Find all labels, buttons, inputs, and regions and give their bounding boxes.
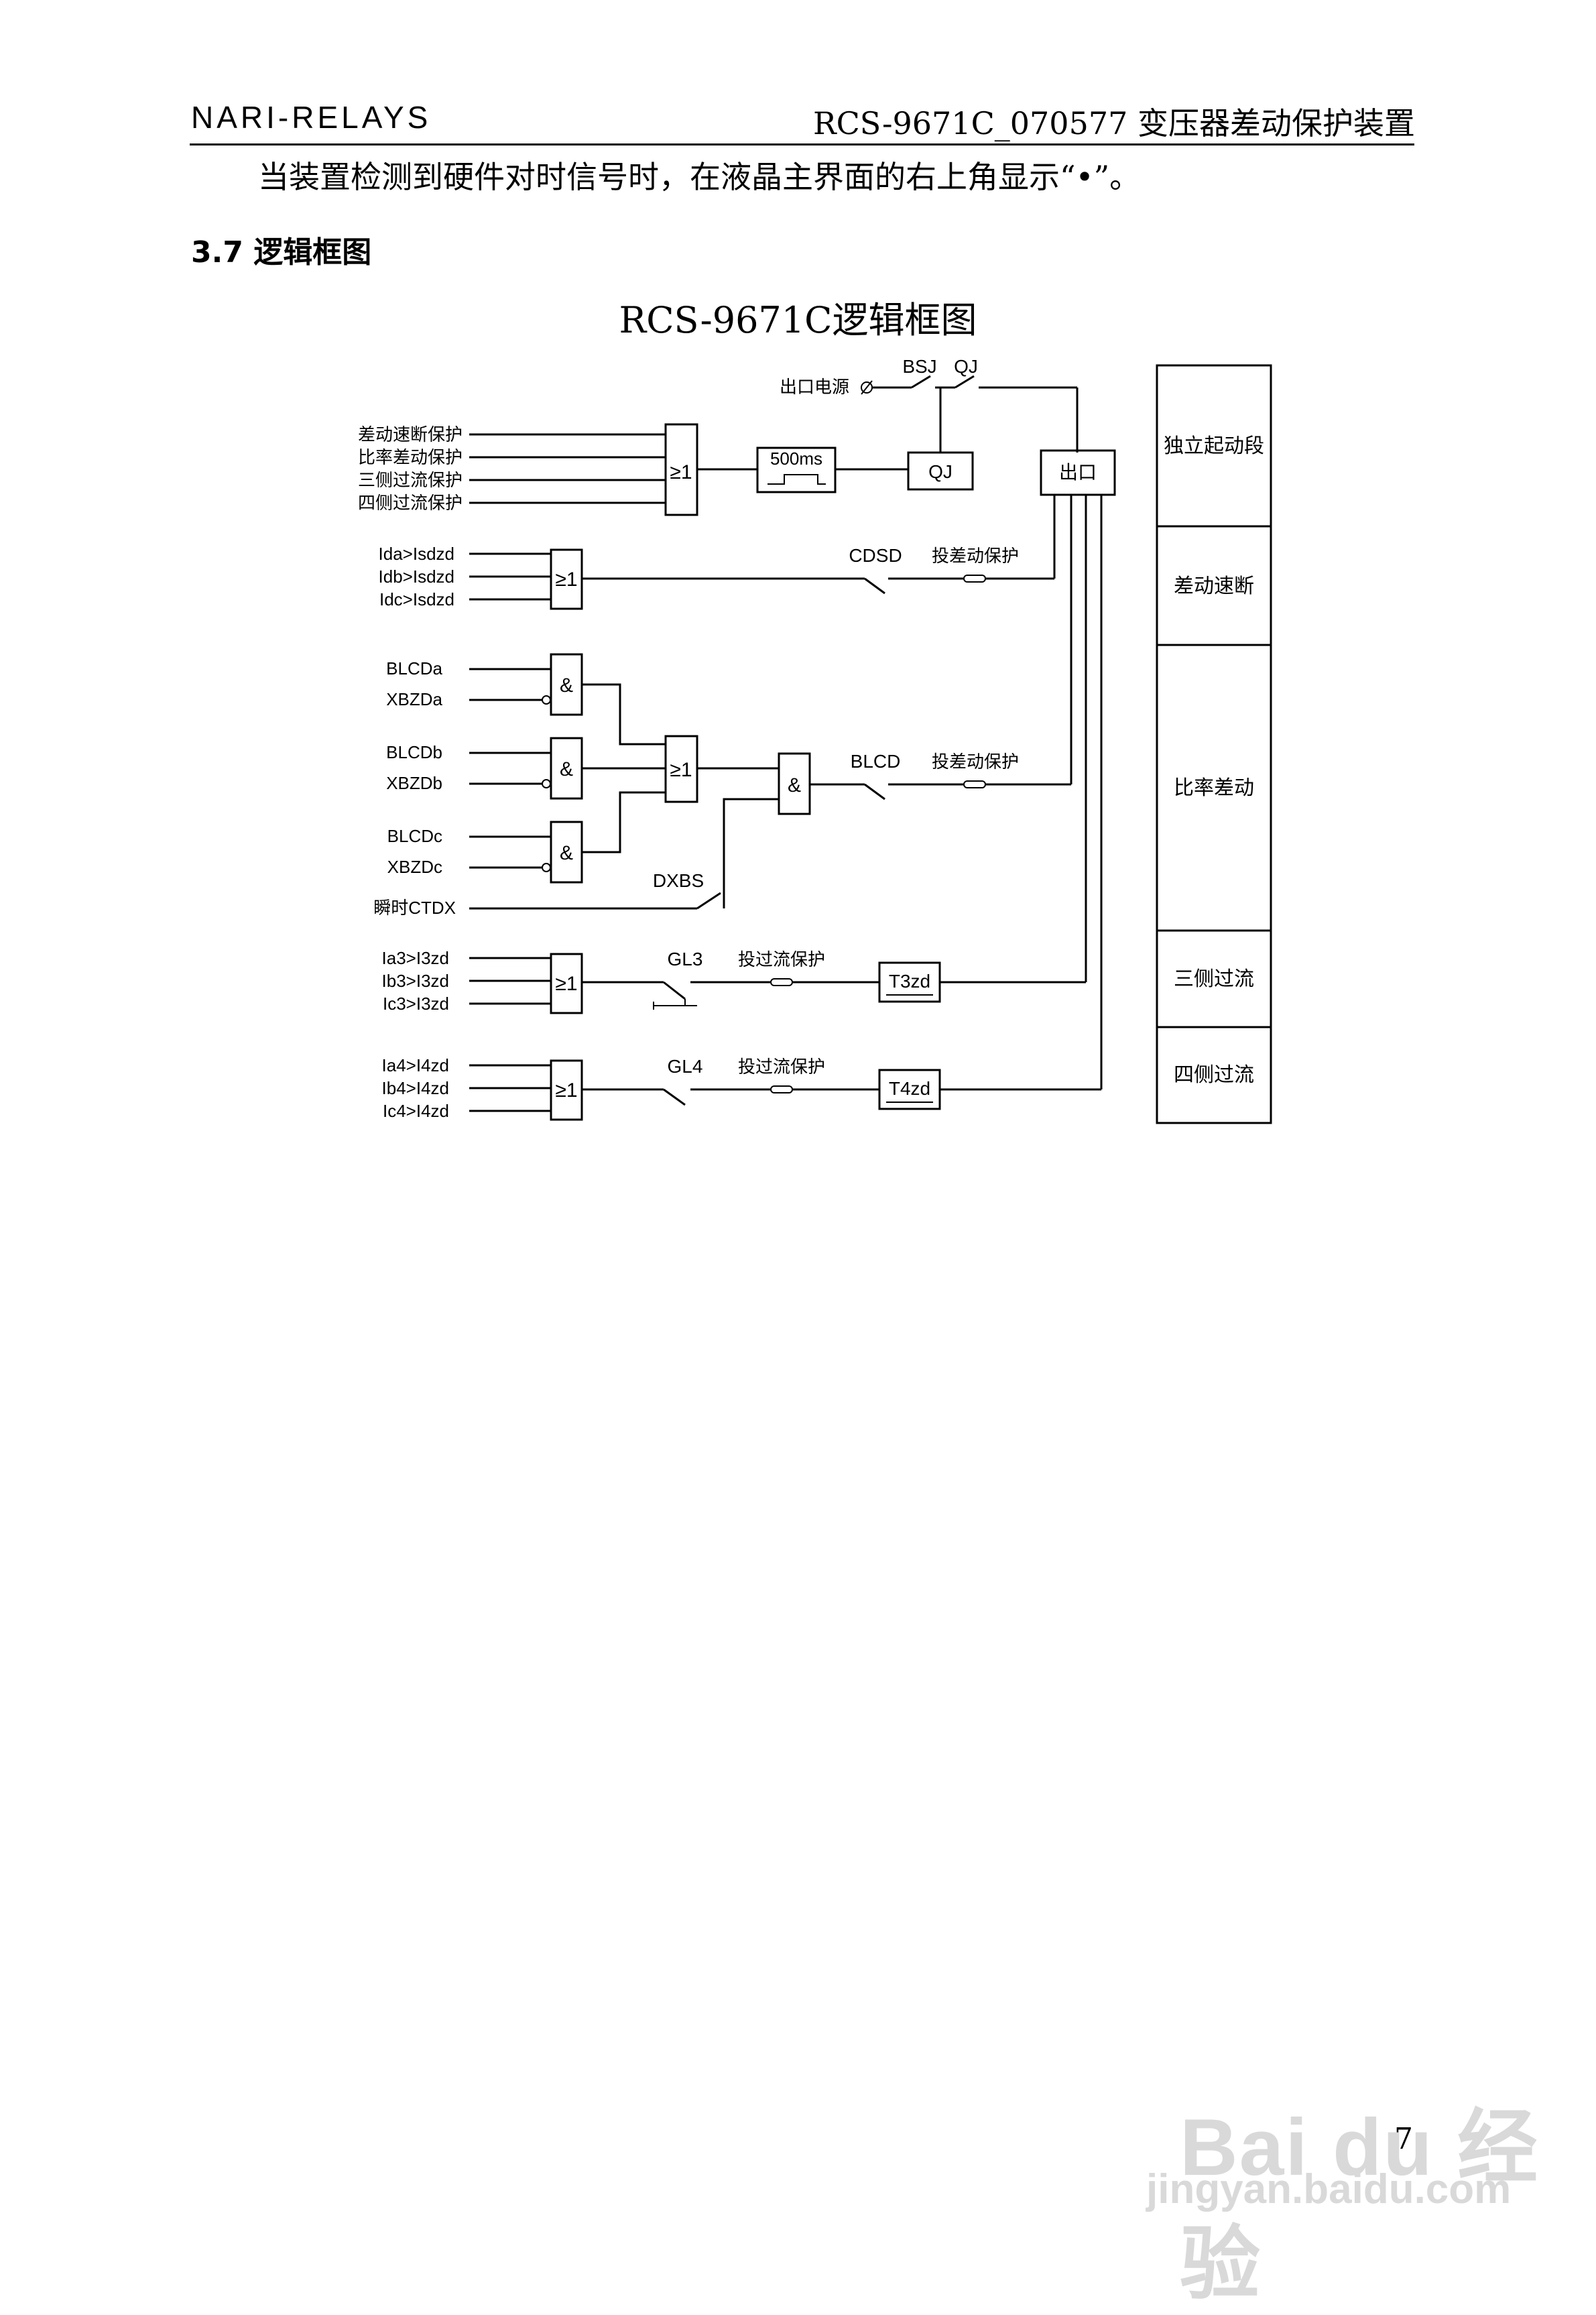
timer-t4-label: T4zd: [889, 1078, 930, 1099]
and-gate-symbol: &: [788, 774, 801, 796]
power-label: 出口电源: [780, 377, 849, 397]
enable-oc-link: [770, 1085, 793, 1093]
or-gate-symbol: ≥1: [555, 569, 577, 591]
invert-bubble: [542, 695, 551, 705]
figure-title: RCS-9671C逻辑框图: [619, 299, 977, 341]
invert-bubble: [542, 779, 551, 788]
and-gate-symbol: &: [560, 674, 573, 697]
logic-diagram: 差动速断保护 比率差动保护 三侧过流保护 四侧过流保护 ≥1 500ms QJ …: [358, 356, 1272, 1124]
or-gate-blcd: [664, 735, 698, 803]
ctdx-label: 瞬时CTDX: [373, 898, 456, 918]
segment-label: 差动速断: [1174, 575, 1254, 597]
body-paragraph: 当装置检测到硬件对时信号时，在液晶主界面的右上角显示“•”。: [258, 159, 1141, 195]
gl4-inputs: Ia4>I4zd Ib4>I4zd Ic4>I4zd: [382, 1055, 449, 1121]
input-label: 三侧过流保护: [358, 470, 463, 490]
enable-diff-link: [963, 780, 986, 788]
cdsd-wires: [469, 552, 1054, 601]
cdsd-inputs: Ida>Isdzd Idb>Isdzd Idc>Isdzd: [379, 544, 454, 609]
timer-500ms: [756, 447, 837, 493]
input-label: BLCDc: [387, 826, 442, 846]
segment-label: 三侧过流: [1174, 968, 1254, 990]
bsj-label: BSJ: [902, 356, 936, 377]
segment-label: 独立起动段: [1164, 435, 1264, 457]
blcd-wires: [469, 668, 1071, 910]
input-label: XBZDc: [387, 857, 442, 877]
gl4-label: GL4: [668, 1056, 703, 1077]
page-number: 7: [1394, 2122, 1413, 2156]
input-label: 比率差动保护: [358, 447, 463, 467]
section-heading: 3.7 逻辑框图: [191, 235, 372, 270]
invert-bubble: [542, 863, 551, 872]
or-gate-symbol: ≥1: [555, 973, 577, 995]
blcd-inputs: BLCDa XBZDa BLCDb XBZDb BLCDc XBZDc 瞬时CT…: [373, 658, 456, 918]
input-label: Ic4>I4zd: [383, 1101, 449, 1121]
segment-label: 比率差动: [1174, 777, 1254, 799]
output-buses: [1053, 495, 1103, 1089]
segment-label: 四侧过流: [1174, 1064, 1254, 1086]
power-contacts: [872, 375, 1079, 453]
or-gate-symbol: ≥1: [670, 461, 692, 483]
and-gate-symbol: &: [560, 758, 573, 780]
gl3-wires: [469, 957, 1086, 1010]
gl4-wires: [469, 1064, 1101, 1112]
output-label: 出口: [1059, 462, 1097, 483]
gl3-label: GL3: [668, 949, 703, 969]
blcd-and-gates: [542, 653, 811, 884]
header-rule: [190, 143, 1414, 145]
input-label: Ida>Isdzd: [379, 544, 454, 564]
input-label: Ib4>I4zd: [382, 1078, 449, 1098]
input-label: BLCDb: [386, 742, 442, 762]
input-label: XBZDa: [386, 689, 442, 709]
or-gate-symbol: ≥1: [670, 759, 692, 781]
timer-t3-label: T3zd: [889, 971, 930, 992]
or-gate-gl3: [550, 953, 583, 1014]
or-gate-cdsd: [550, 548, 583, 610]
input-label: Ic3>I3zd: [383, 994, 449, 1014]
dxbs-label: DXBS: [653, 870, 704, 891]
blcd-label: BLCD: [851, 751, 901, 772]
input-label: Ia4>I4zd: [382, 1055, 449, 1075]
or-gate-startup: [664, 423, 698, 516]
timer-t4: [878, 1069, 941, 1110]
enable-oc-label: 投过流保护: [738, 1057, 825, 1077]
header-document-title: RCS-9671C_070577 变压器差动保护装置: [812, 105, 1415, 141]
enable-diff-label: 投差动保护: [932, 752, 1019, 772]
or-gate-symbol: ≥1: [555, 1079, 577, 1102]
output-box: [1040, 449, 1116, 496]
enable-diff-link: [963, 575, 986, 583]
timer-pulse-mark: [768, 474, 826, 485]
enable-oc-link: [770, 978, 793, 986]
input-label: Ib3>I3zd: [382, 971, 449, 991]
header-brand: NARI-RELAYS: [191, 100, 432, 135]
qj-contact-label: QJ: [954, 356, 978, 377]
and-gate-blcd: [778, 752, 811, 815]
input-label: 四侧过流保护: [358, 493, 463, 513]
input-label: 差动速断保护: [358, 424, 463, 444]
enable-oc-label: 投过流保护: [738, 949, 825, 969]
and-gate-c: [550, 821, 583, 884]
cdsd-label: CDSD: [849, 545, 902, 566]
startup-inputs: 差动速断保护 比率差动保护 三侧过流保护 四侧过流保护: [358, 424, 463, 513]
input-label: Ia3>I3zd: [382, 948, 449, 968]
timer-500ms-label: 500ms: [770, 449, 822, 469]
segment-column: [1156, 364, 1272, 1124]
input-label: BLCDa: [386, 658, 442, 678]
input-label: Idb>Isdzd: [379, 567, 454, 587]
enable-diff-label: 投差动保护: [932, 546, 1019, 566]
startup-wires: [469, 433, 908, 504]
input-label: Idc>Isdzd: [379, 589, 454, 609]
watermark-url: jingyan.baidu.com: [1146, 2166, 1512, 2212]
input-label: XBZDb: [386, 773, 442, 793]
or-gate-gl4: [550, 1059, 583, 1121]
and-gate-b: [550, 737, 583, 800]
timer-t3: [878, 961, 941, 1003]
qj-relay-label: QJ: [928, 461, 953, 482]
and-gate-symbol: &: [560, 842, 573, 864]
and-gate-a: [550, 653, 583, 716]
gl3-inputs: Ia3>I3zd Ib3>I3zd Ic3>I3zd: [382, 948, 449, 1014]
